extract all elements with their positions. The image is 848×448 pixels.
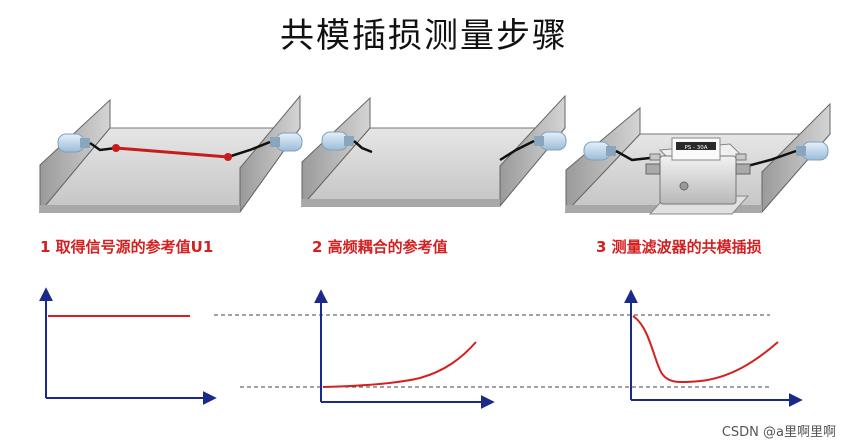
tray-3-lead-left (615, 149, 651, 162)
tray-1-wire-node-right (224, 153, 232, 161)
tray-3-left-connector (583, 141, 616, 161)
tray-1-signal-wire (115, 146, 229, 159)
tray-2-right-connector (534, 131, 567, 151)
tray-1-wire-node-left (112, 144, 120, 152)
tray-2-front-edge (302, 199, 500, 207)
tray-1-right-wall (239, 94, 301, 214)
step-3-label: 3 测量滤波器的共模插损 (596, 238, 762, 256)
page-title: 共模插损测量步骤 (280, 16, 568, 56)
tray-2-right-wall (499, 94, 566, 208)
tray-1-right-connector (270, 132, 303, 152)
tray-2-lead-right (499, 139, 535, 162)
tray-1-front-edge (40, 205, 240, 213)
watermark: CSDN @a里啊里啊 (721, 425, 836, 440)
graph-1 (39, 287, 217, 405)
step-1-label: 1 取得信号源的参考值U1 (40, 238, 214, 256)
tray-2 (300, 94, 567, 208)
tray-1-left-wall (39, 98, 111, 214)
tray-1 (38, 94, 303, 214)
graph-2-coupling-curve (322, 341, 477, 388)
graph-2 (314, 289, 495, 409)
emi-filter: PS - 30A (645, 137, 751, 215)
graph-3-insertion-loss-curve (632, 315, 779, 384)
tray-1-lead-right (227, 140, 271, 159)
tray-3: PS - 30A (564, 102, 832, 215)
tray-1-lead-left (89, 141, 117, 152)
filter-model-text: PS - 30A (684, 145, 707, 151)
graph-3 (624, 289, 803, 407)
tray-3-right-connector (796, 141, 829, 161)
tray-2-left-connector (321, 131, 354, 151)
tray-2-left-wall (301, 96, 371, 208)
step-2-label: 2 高频耦合的参考值 (312, 238, 448, 256)
tray-1-left-connector (57, 133, 90, 153)
tray-2-lead-left (353, 140, 373, 154)
tray-3-right-wall (761, 102, 831, 214)
